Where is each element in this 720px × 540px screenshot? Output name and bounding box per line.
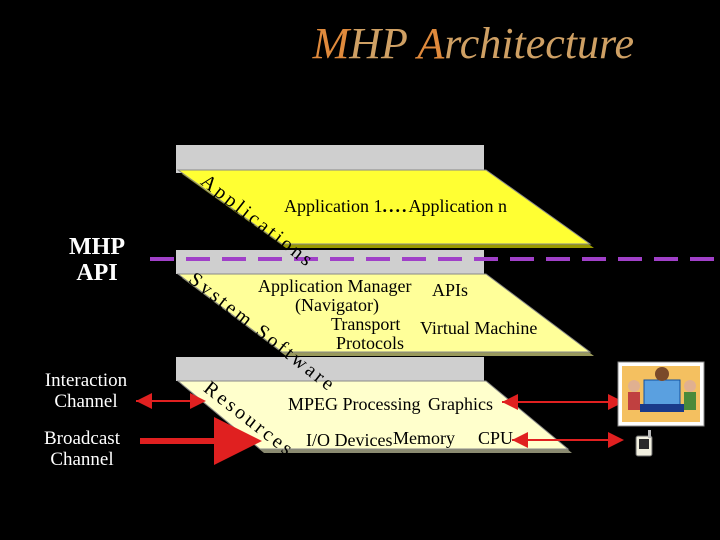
title-part-2: rchitecture: [444, 19, 634, 68]
interaction-line-2: Channel: [54, 391, 118, 412]
cpu-label: CPU: [478, 428, 514, 448]
people-at-computer-icon: [617, 361, 705, 427]
mhp-api-label: MHP API: [62, 234, 132, 286]
virtual-machine-label: Virtual Machine: [420, 318, 538, 338]
graphics-label: Graphics: [428, 394, 493, 414]
memory-label: Memory: [393, 428, 455, 448]
interaction-channel-label: Interaction Channel: [34, 370, 138, 412]
protocols-label: Protocols: [336, 333, 405, 353]
mhp-api-line-2: API: [76, 260, 118, 286]
applications-layer: [176, 169, 592, 245]
io-devices-label: I/O Devices: [306, 430, 393, 450]
broadcast-line-2: Channel: [50, 449, 114, 470]
application-n-label: Application n: [408, 196, 507, 216]
interaction-line-1: Interaction: [44, 370, 128, 391]
handheld-device-icon: [635, 430, 653, 457]
application-dots: ....: [382, 196, 409, 216]
title-letter-a: A: [417, 19, 445, 68]
broadcast-line-1: Broadcast: [44, 428, 120, 449]
application-manager-label: Application Manager: [258, 276, 412, 296]
system-back-wall: [176, 250, 484, 274]
mpeg-processing-label: MPEG Processing: [288, 394, 421, 414]
mhp-api-line-1: MHP: [69, 234, 125, 260]
broadcast-channel-label: Broadcast Channel: [34, 428, 130, 470]
applications-back-wall: [176, 145, 484, 173]
title-letter-m: M: [312, 19, 350, 68]
application-row: Application 1....Application n: [284, 196, 507, 217]
transport-label: Transport: [331, 314, 401, 334]
resources-back-wall: [176, 357, 484, 381]
apis-label: APIs: [432, 280, 469, 300]
page-title: MHP Architecture: [0, 18, 720, 74]
title-part-1: HP: [349, 19, 418, 68]
system-software-layer: [176, 273, 592, 353]
navigator-label: (Navigator): [295, 295, 379, 315]
application-1-label: Application 1: [284, 196, 383, 216]
